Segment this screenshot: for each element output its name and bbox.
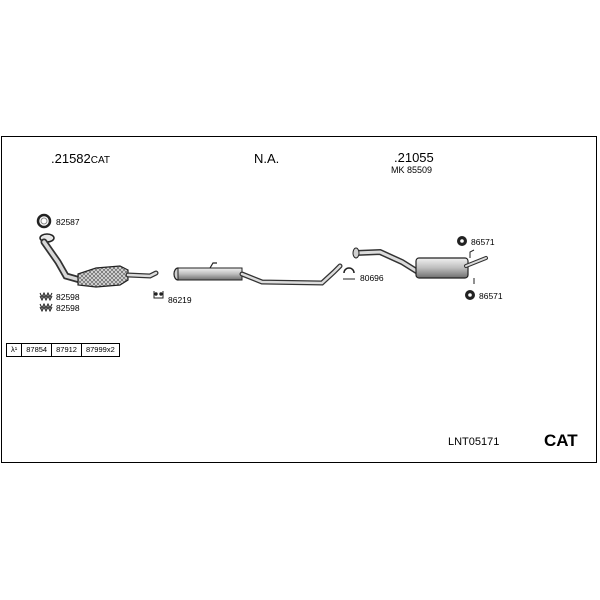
catalytic-converter-icon [39, 233, 159, 288]
middle-silencer-icon [173, 262, 343, 286]
ident-symbol: λ¹ [7, 344, 23, 356]
rubber-mount-icon [457, 236, 467, 246]
ref-clamp-middle: 86219 [168, 295, 192, 305]
ref-spring-2: 82598 [56, 303, 80, 313]
diagram-code: LNT05171 [448, 436, 500, 448]
diagram-frame [1, 136, 597, 463]
ref-rubber-lower: 86571 [479, 291, 503, 301]
ref-rubber-upper: 86571 [471, 237, 495, 247]
ref-gasket-top: 82587 [56, 217, 80, 227]
rear-kit-number: MK 85509 [391, 165, 433, 175]
spring-icon [39, 302, 53, 313]
front-section-label: .21582CAT [51, 152, 110, 166]
clamp-icon [153, 291, 164, 299]
rear-silencer-icon [352, 247, 488, 284]
rubber-mount-icon [465, 290, 475, 300]
ident-cell: 87854 [22, 344, 53, 356]
middle-section-label: N.A. [254, 151, 280, 166]
front-part-number: .21582 [51, 151, 91, 166]
ref-spring-1: 82598 [56, 292, 80, 302]
gasket-ring-icon [36, 213, 52, 229]
cat-badge: CAT [544, 431, 578, 450]
ref-clamp-rear: 80696 [360, 273, 384, 283]
rear-part-number: .21055 [394, 150, 434, 165]
front-part-suffix: CAT [90, 155, 111, 166]
ident-table: λ¹ 87854 87912 87999x2 [6, 343, 120, 357]
clamp-icon [343, 267, 355, 280]
ident-cell: 87999x2 [85, 345, 115, 354]
spring-icon [39, 291, 53, 302]
ident-cell: 87912 [52, 344, 82, 356]
